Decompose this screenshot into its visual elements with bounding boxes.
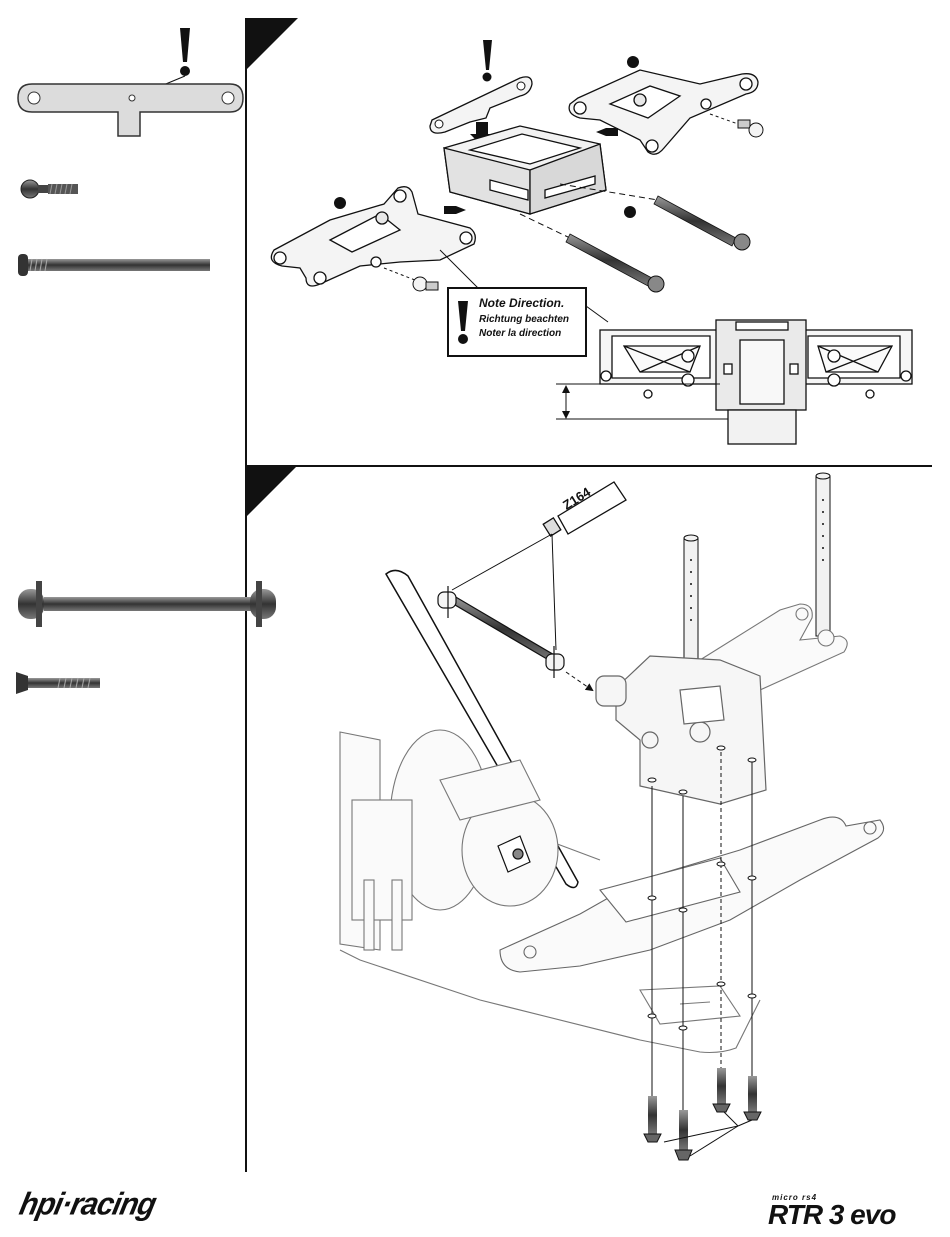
drive-shaft-part [18,581,276,627]
hinge-pin-long [520,214,664,292]
spur-gear-assembly [340,730,558,950]
shaft-dots [690,499,824,621]
suspension-arm-right [569,70,758,154]
step-corner-1 [246,18,298,70]
note-french: Noter la direction [479,328,561,339]
hpi-racing-logo: hpi·racing [16,1187,159,1223]
ball-stud-small [710,114,763,137]
front-bulkhead [444,126,606,214]
exclamation-icon [180,28,190,76]
arrow-icon [444,206,466,214]
note-german: Richtung beachten [479,314,569,325]
assembled-front-view [600,320,912,444]
part-marker [627,56,639,68]
insert-arrow [566,672,592,690]
screw-pointer-lines [664,1112,752,1156]
part-marker [624,206,636,218]
rtr-3-evo-logo: RTR 3 evo [768,1199,895,1231]
arrow-icon [596,128,618,136]
exclamation-icon [455,301,471,345]
countersunk-screw-part [16,672,100,694]
hinge-pin-part [18,254,210,276]
countersunk-screws [644,1068,761,1160]
note-direction-box: Note Direction. Richtung beachten Noter … [447,287,587,357]
step-corner-2 [246,467,296,517]
suspension-arm-left [271,187,475,286]
ball-stud-small [384,268,438,291]
suspension-mount-plate [18,84,243,136]
exclamation-icon [483,40,493,82]
height-dimension [556,384,728,419]
front-gearbox [596,656,766,804]
ball-stud-part [21,180,78,198]
part-marker [334,197,346,209]
note-title: Note Direction. [479,296,564,310]
